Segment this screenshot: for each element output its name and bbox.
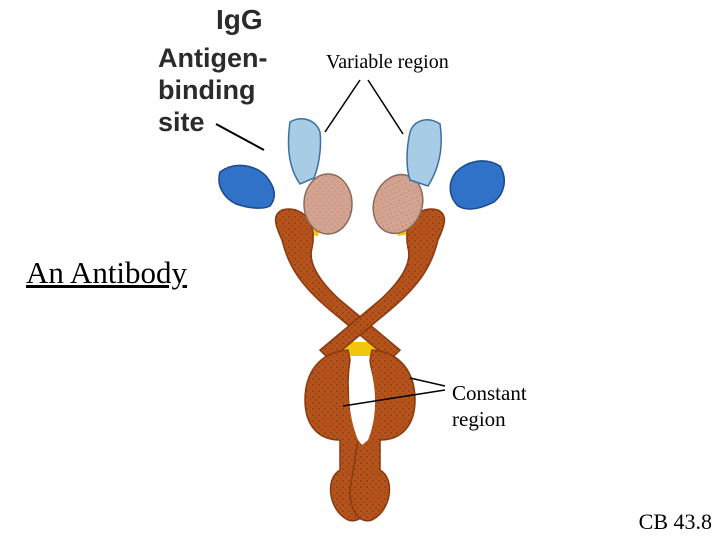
diagram-title: An Antibody xyxy=(26,255,188,290)
variable-pointer-left xyxy=(324,79,361,133)
variable-pointer-right xyxy=(367,79,404,135)
heavy-chain-left-texture xyxy=(275,209,400,360)
variable-heavy-left xyxy=(218,164,276,209)
light-chain-left-texture xyxy=(304,174,352,234)
variable-light-right xyxy=(406,119,443,187)
constant-label-line-1: Constant xyxy=(452,381,527,405)
figure-reference: CB 43.8 xyxy=(638,508,712,534)
variable-light-left xyxy=(287,118,322,185)
igg-label: IgG xyxy=(216,4,263,35)
variable-region-label: Variable region xyxy=(326,51,449,73)
constant-pointer-lower xyxy=(342,389,446,407)
constant-pointer-upper xyxy=(409,377,446,387)
antigen-label-line-3: site xyxy=(158,107,205,137)
antigen-label-line-2: binding xyxy=(158,75,256,105)
antigen-binding-site-label: Antigen- binding site xyxy=(158,42,267,138)
light-chain-right-texture xyxy=(373,174,423,234)
variable-heavy-right xyxy=(449,160,506,210)
antigen-site-pointer xyxy=(215,123,265,151)
antigen-label-line-1: Antigen- xyxy=(158,43,268,73)
fc-gap xyxy=(349,366,376,445)
constant-label-line-2: region xyxy=(452,407,506,431)
constant-region-label: Constant region xyxy=(452,380,527,432)
heavy-chain-right-texture xyxy=(320,209,445,360)
fc-right-texture xyxy=(350,350,415,521)
